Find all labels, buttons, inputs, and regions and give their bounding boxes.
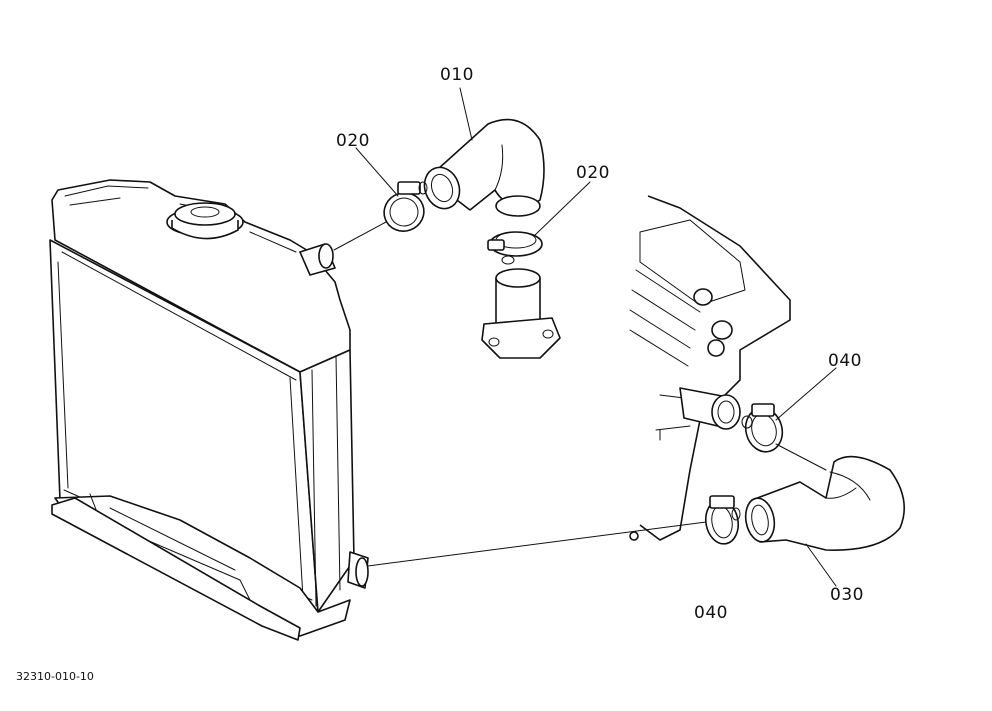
lower-radiator-hose [744,455,906,551]
figure-reference: 32310-010-10 [16,670,94,683]
leader-lines [355,87,837,587]
callout-020-right: 020 [576,163,610,183]
callout-020-left: 020 [336,131,370,151]
assembly-lines [333,221,827,567]
hose-clamp-upper-left [383,181,428,232]
hose-clamp-lower-right [741,403,784,453]
callout-040-right: 040 [828,351,862,371]
thermostat-housing [481,268,561,359]
engine-water-inlet-pipe [679,387,741,430]
hose-clamp-upper-right [487,231,543,265]
callout-040-left: 040 [694,603,728,623]
hose-clamp-lower-left [704,495,741,545]
callout-030: 030 [830,585,864,605]
upper-radiator-hose [423,118,545,217]
engine-block [629,195,791,541]
callout-010: 010 [440,65,474,85]
radiator [49,179,369,641]
